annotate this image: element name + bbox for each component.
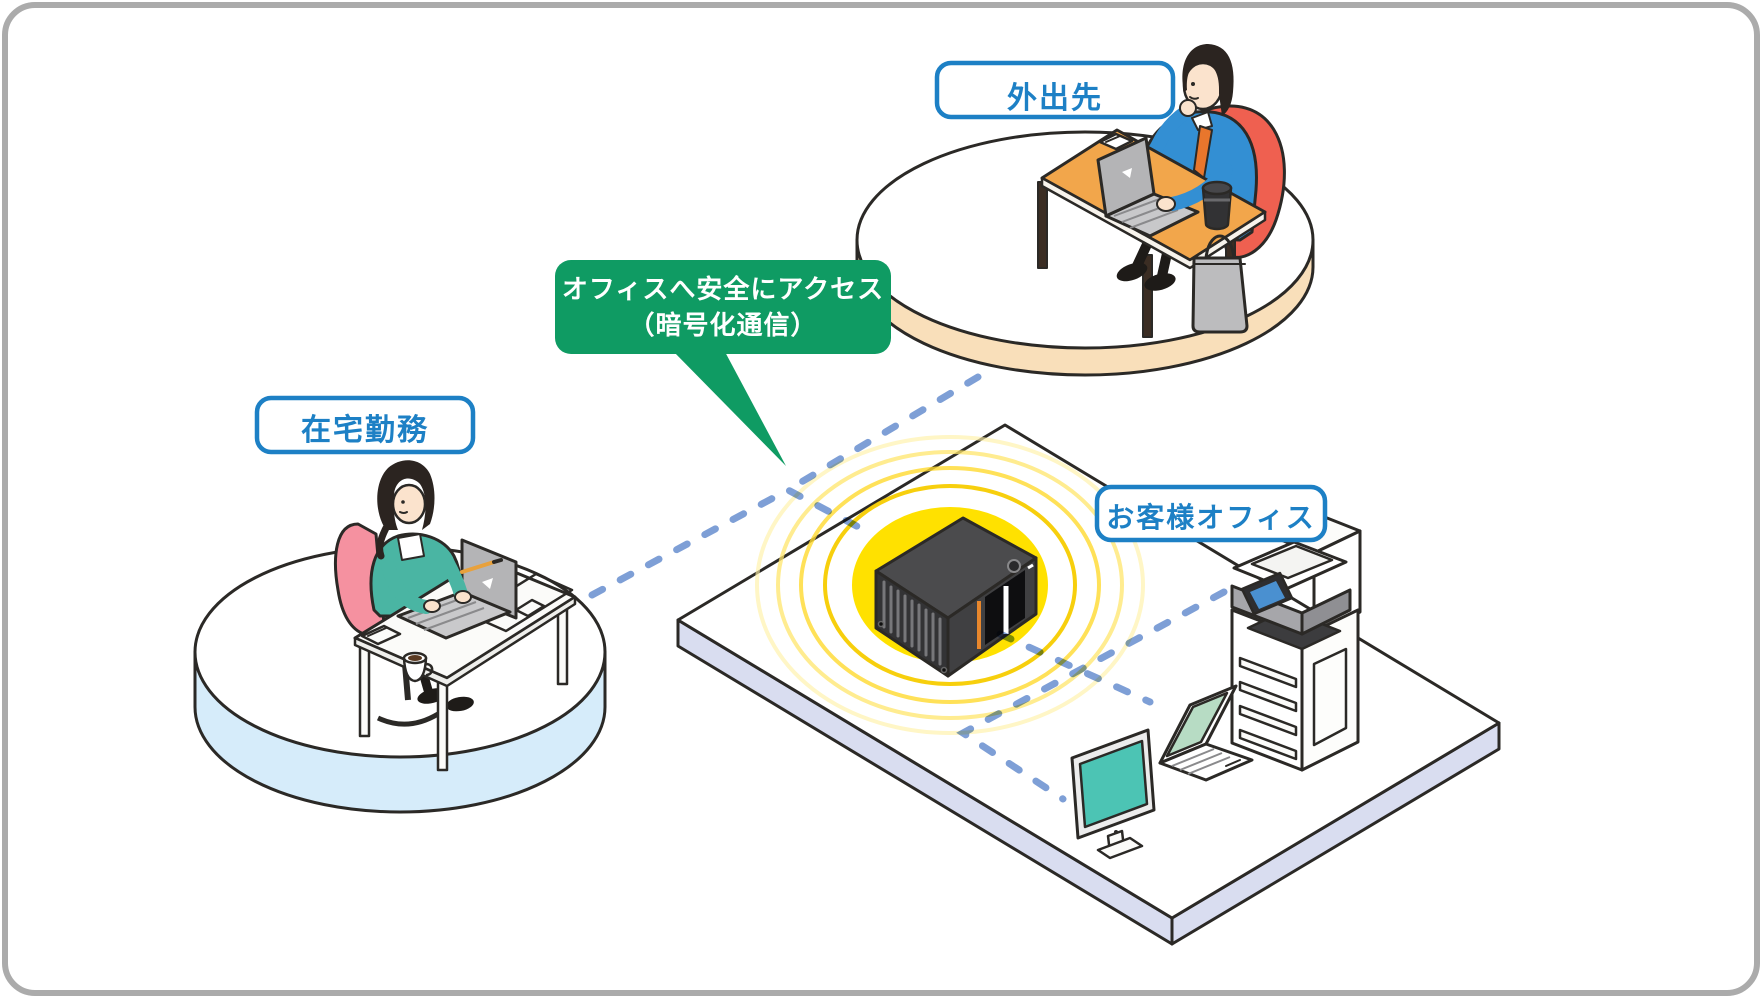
phone-screen-line [367, 627, 387, 637]
pencil-tip [492, 558, 503, 564]
home-worker-arm [381, 559, 433, 614]
label-customer-box [1094, 484, 1328, 543]
sticky-note [514, 598, 546, 618]
router-device [874, 516, 1038, 678]
desktop-monitor [1070, 728, 1156, 860]
label-customer-office: お客様オフィス [1094, 484, 1328, 543]
briefcase-bag [1191, 256, 1249, 334]
shirt-collar [1191, 111, 1213, 131]
mouth [399, 511, 408, 514]
trackpad [1225, 759, 1241, 767]
callout-bubble: オフィスへ安全にアクセス （暗号化通信） [555, 260, 891, 466]
pencil [460, 560, 496, 574]
wifi-ring [823, 484, 1077, 686]
shoe [446, 696, 474, 712]
laptop-logo [482, 578, 493, 589]
dashed-link-printer-to-monitor [956, 588, 1228, 803]
office-laptop [1158, 684, 1254, 782]
home-worker-scene [334, 460, 577, 772]
home-worker-head [391, 483, 427, 525]
wifi-ring [799, 466, 1101, 704]
coffee [408, 655, 422, 661]
printer-door [1312, 647, 1348, 747]
hand [423, 599, 441, 613]
hair-strand [376, 524, 390, 560]
label-home-box [254, 395, 476, 455]
label-mobile-text: 外出先 [1007, 81, 1103, 116]
office-laptop-screen [1165, 691, 1229, 758]
router-screw [940, 666, 948, 674]
callout-box [555, 260, 891, 354]
hand [1179, 99, 1197, 117]
label-home-office: 在宅勤務 [254, 395, 476, 455]
shoe [1144, 273, 1176, 291]
desk-leg [1037, 181, 1048, 269]
eye [401, 500, 405, 504]
label-mobile-box [934, 60, 1176, 120]
dashed-link-mobile-to-junction [784, 373, 982, 494]
wifi-ring [755, 435, 1145, 735]
keyboard-lines [1171, 748, 1231, 775]
tumbler-lid [1201, 180, 1233, 196]
printer-deck-right [1300, 588, 1352, 636]
dashed-link-router-to-laptop [996, 630, 1154, 706]
monitor-screen [1078, 739, 1149, 829]
router-button [1007, 559, 1021, 573]
smartphone [360, 624, 402, 646]
dashed-link-home-to-router [588, 486, 872, 599]
printer-drawer [1238, 680, 1298, 713]
router-highlight [1027, 563, 1034, 570]
monitor-base [1096, 836, 1144, 860]
mug-handle [424, 662, 434, 677]
router-screw [877, 620, 885, 628]
printer-drawer [1238, 704, 1298, 737]
coffee-mug [402, 656, 428, 683]
home-worker-hair [377, 460, 435, 530]
smartphone [1098, 132, 1134, 151]
printer-touchscreen [1250, 581, 1285, 609]
mobile-desk-edge [1040, 176, 1267, 270]
inner-shirt [397, 533, 425, 561]
office-laptop-base [1158, 742, 1254, 782]
hand [454, 590, 472, 604]
monitor-logo-dot [1114, 830, 1118, 834]
laptop-logo [1122, 168, 1132, 178]
chair-base [376, 711, 440, 727]
desk-leg [358, 642, 371, 738]
desk-leg [436, 674, 449, 772]
printer-drawer [1238, 728, 1298, 761]
router-vents [882, 580, 942, 666]
callout-line2: （暗号化通信） [628, 311, 817, 341]
phone-screen-line [1105, 135, 1121, 143]
shoe [1116, 262, 1148, 282]
home-laptop-keyboard [396, 590, 512, 640]
label-mobile-location: 外出先 [934, 60, 1176, 120]
mobile-worker-hair [1182, 44, 1234, 116]
printer-drawer [1238, 656, 1298, 689]
eye [1191, 82, 1195, 86]
coffee-tumbler [1201, 186, 1233, 231]
mobile-worker-typing-arm [1165, 163, 1233, 211]
bag-handle [1204, 234, 1236, 259]
hand [1156, 196, 1176, 212]
wifi-ring [776, 450, 1124, 720]
dashed-links [588, 373, 1228, 803]
mobile-worker-scene [1037, 44, 1286, 338]
callout-line1: オフィスへ安全にアクセス [562, 274, 884, 305]
callout-tail [672, 350, 786, 466]
mouth [1189, 96, 1199, 100]
label-customer-text: お客様オフィス [1106, 501, 1315, 534]
label-home-text: 在宅勤務 [301, 413, 429, 448]
